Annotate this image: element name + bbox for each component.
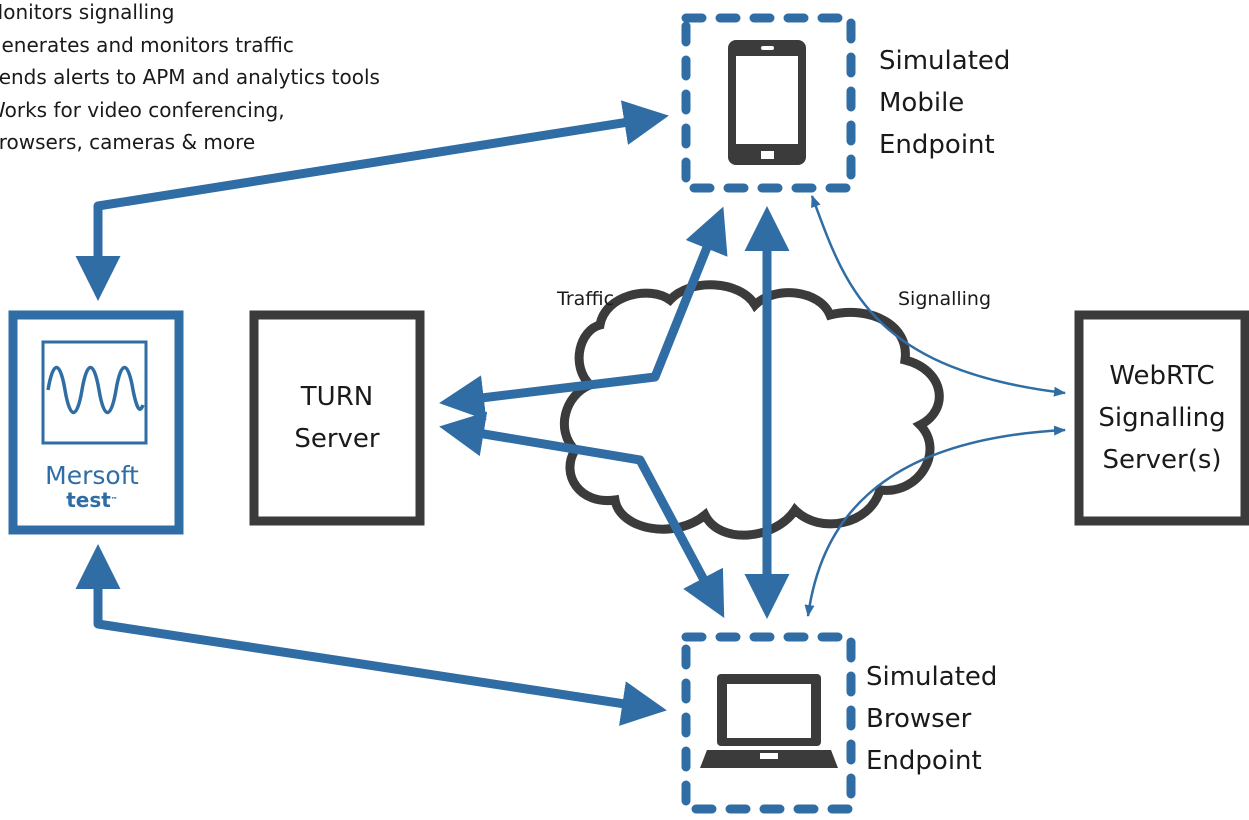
feature-item: Works for video conferencing,: [0, 97, 285, 122]
signalling-label: Signalling: [898, 288, 992, 310]
mobile-endpoint-box: [681, 13, 856, 193]
feature-item: Monitors signalling: [0, 0, 175, 24]
turn-server-box: [249, 310, 425, 526]
signalling-server-box: [1074, 310, 1249, 526]
turn-server-label: TURN Server: [294, 382, 380, 454]
browser-endpoint-label: Simulated Browser Endpoint: [866, 662, 998, 776]
feature-item: browsers, cameras & more: [0, 130, 256, 154]
signalling-arrows: [804, 195, 1066, 617]
traffic-label: Traffic: [557, 288, 615, 310]
mobile-phone-icon: [728, 40, 806, 165]
traffic-arrows: [75, 100, 790, 726]
network-cloud: [559, 280, 944, 540]
waveform-icon: [41, 340, 148, 445]
feature-item: Sends alerts to APM and analytics tools: [0, 65, 380, 89]
signalling-server-label: WebRTC Signalling Server(s): [1098, 361, 1226, 475]
feature-list: Monitors signalling Generates and monito…: [0, 0, 380, 159]
mersoft-test-logo: Mersoft test™: [45, 461, 139, 512]
laptop-icon: [700, 674, 838, 768]
mobile-endpoint-label: Simulated Mobile Endpoint: [879, 46, 1011, 160]
browser-endpoint-box: [681, 632, 856, 814]
feature-item: Generates and monitors traffic: [0, 32, 294, 57]
